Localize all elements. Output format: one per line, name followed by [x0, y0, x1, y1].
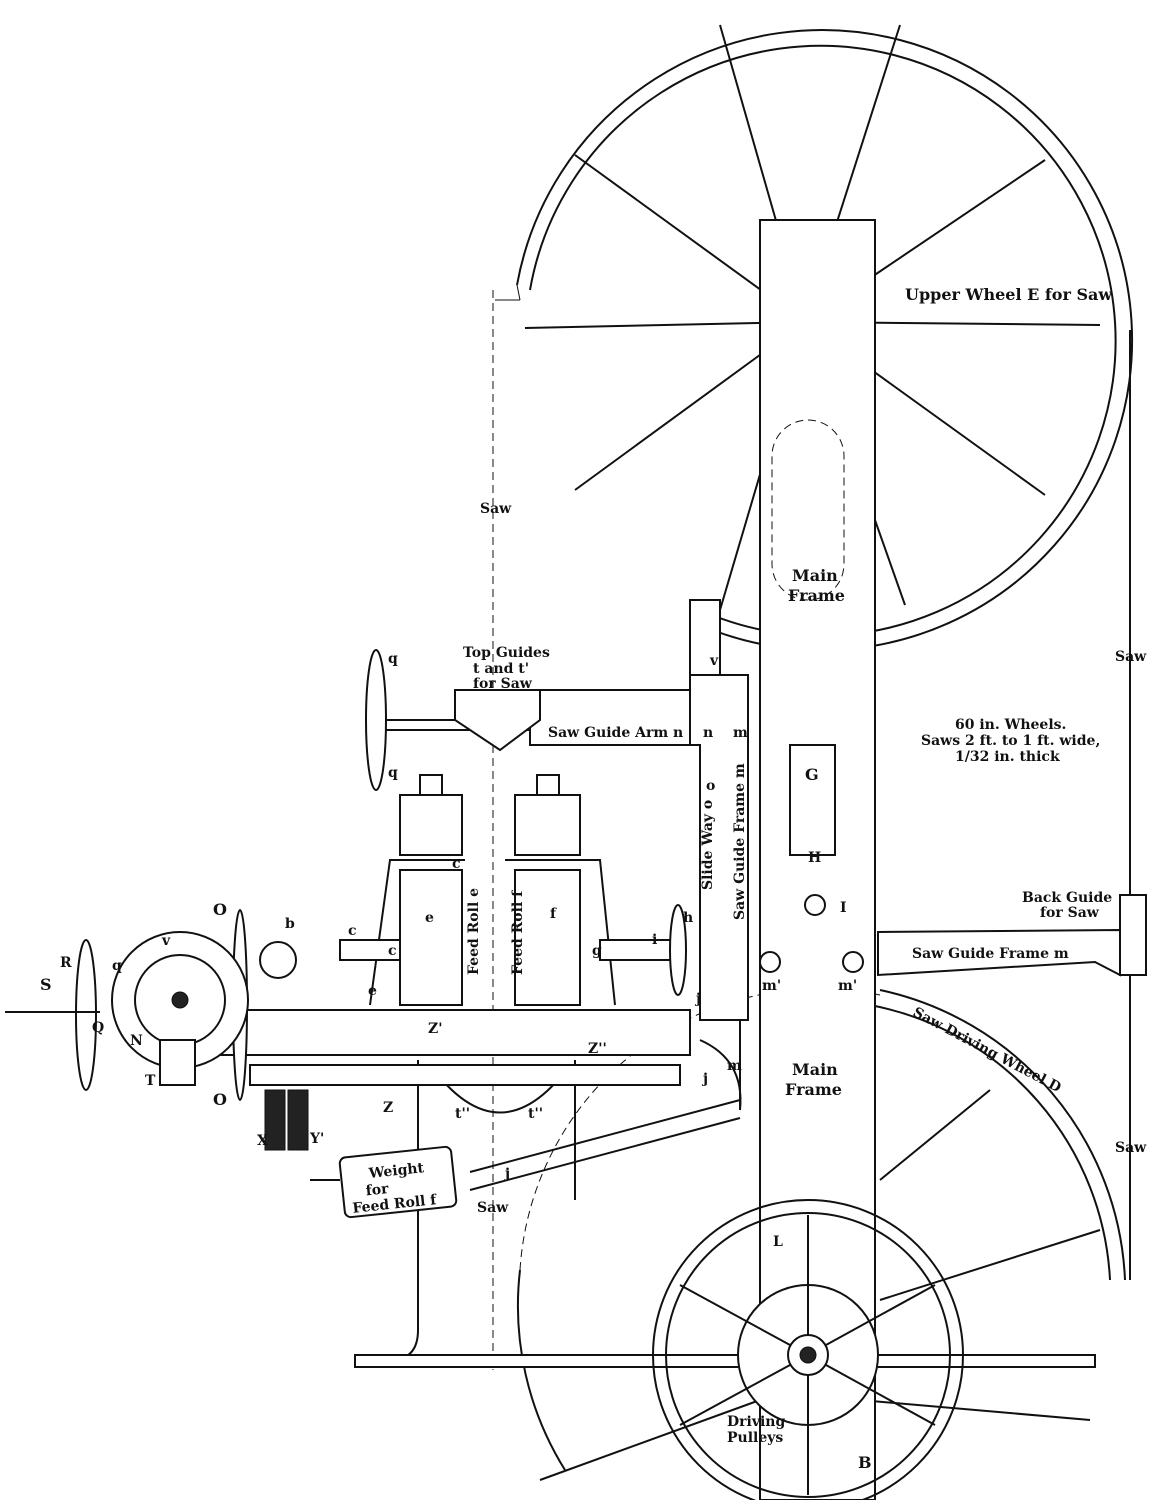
label-main-frame: Main — [792, 1060, 838, 1079]
handwheel-q[interactable] — [365, 649, 387, 791]
letter-e: e — [368, 983, 377, 999]
feed-rolls — [339, 774, 687, 1006]
letter-c: c — [348, 923, 357, 939]
letter-c: c — [388, 943, 397, 959]
letter-m-prime: m' — [838, 978, 857, 994]
machine-base — [354, 1060, 1096, 1368]
label-weight: for — [365, 1181, 390, 1199]
letter-m-prime: m' — [762, 978, 781, 994]
letter-G: G — [805, 765, 819, 784]
letter-H: H — [808, 850, 821, 866]
label-saw: Saw — [1115, 1140, 1147, 1156]
letter-X: X — [257, 1133, 268, 1149]
feed-bed — [199, 1009, 691, 1056]
gear-b — [259, 941, 297, 979]
label-saw-guide-arm: Saw Guide Arm n — [548, 725, 683, 741]
top-guides — [454, 689, 541, 752]
letter-Y-prime: Y' — [309, 1131, 324, 1147]
letter-n: n — [703, 725, 713, 741]
saw-guide-frame-horizontal — [877, 928, 1121, 977]
label-saw-guide-frame: Saw Guide Frame m — [912, 946, 1069, 962]
label-specs: 60 in. Wheels. — [955, 717, 1066, 733]
letter-Z-prime: Z' — [428, 1021, 443, 1037]
letter-t: t'' — [528, 1106, 543, 1122]
label-top-guides: Top Guides — [463, 645, 550, 661]
letter-j: j — [503, 1166, 510, 1182]
letter-t: t'' — [455, 1106, 470, 1122]
label-main-frame: Frame — [788, 586, 845, 605]
letter-m: m — [733, 725, 748, 741]
label-saw: Saw — [477, 1200, 509, 1216]
label-saw-guide-frame: Saw Guide Frame m — [732, 763, 748, 920]
letter-O: O — [213, 900, 227, 919]
weight-box — [338, 1145, 458, 1219]
letter-g: g — [592, 943, 602, 959]
label-feed-roll-f: Feed Roll f — [510, 890, 526, 975]
label-driving-pulleys: Driving — [727, 1414, 785, 1430]
label-weight: Weight — [367, 1160, 425, 1182]
letter-q: q — [388, 765, 398, 781]
letter-b: b — [285, 916, 295, 932]
letter-R: R — [60, 955, 72, 971]
letter-Q: Q — [92, 1020, 104, 1036]
lower-shaft — [249, 1064, 681, 1086]
label-upper-wheel: Upper Wheel E for Saw — [905, 285, 1113, 304]
letter-T: T — [145, 1073, 156, 1089]
label-back-guide: for Saw — [1040, 905, 1100, 921]
handwheel-R[interactable] — [75, 939, 97, 1091]
saw-driving-wheel — [516, 988, 1126, 1481]
letter-I: I — [840, 900, 847, 916]
letter-j: j — [701, 1071, 708, 1087]
letter-h: h — [683, 910, 693, 926]
letter-i: i — [652, 932, 657, 948]
label-specs: 1/32 in. thick — [955, 749, 1060, 765]
label-driving-pulleys: Pulleys — [727, 1430, 783, 1446]
letter-c: c — [452, 856, 461, 872]
letter-e: e — [425, 910, 434, 926]
part-letters: q q v n m o G H I c e c c e f g h i j j … — [40, 651, 872, 1472]
letter-f: f — [550, 906, 557, 922]
label-back-guide: Back Guide — [1022, 890, 1112, 906]
letter-m: m — [727, 1058, 742, 1074]
letter-v: v — [709, 653, 719, 669]
label-saw: Saw — [480, 501, 512, 517]
letter-B: B — [858, 1453, 872, 1472]
saw-guide-frame-vertical — [689, 674, 749, 1021]
label-specs: Saws 2 ft. to 1 ft. wide, — [921, 733, 1100, 749]
driving-pulleys — [652, 1199, 964, 1500]
handwheel-h[interactable] — [669, 904, 687, 996]
label-feed-roll-e: Feed Roll e — [466, 888, 482, 975]
letter-j: j — [694, 991, 701, 1007]
letter-o: o — [706, 778, 715, 794]
label-slide-way: Slide Way o — [700, 800, 716, 890]
letter-Z-double-prime: Z'' — [588, 1041, 607, 1057]
label-saw-driving-wheel: Saw Driving Wheel D — [910, 1004, 1063, 1096]
label-saw: Saw — [1115, 649, 1147, 665]
label-main-frame: Main — [792, 566, 838, 585]
letter-q: q — [112, 958, 122, 974]
letter-Z: Z — [383, 1100, 393, 1116]
letter-S: S — [40, 975, 52, 994]
part-G — [789, 744, 836, 856]
letter-O: O — [213, 1090, 227, 1109]
letter-N: N — [130, 1033, 143, 1049]
letter-v: v — [161, 933, 171, 949]
label-top-guides: for Saw — [473, 676, 533, 692]
letter-q: q — [388, 651, 398, 667]
label-main-frame: Frame — [785, 1080, 842, 1099]
back-guide — [1119, 894, 1147, 976]
label-top-guides: t and t' — [473, 661, 529, 677]
letter-L: L — [773, 1234, 783, 1250]
